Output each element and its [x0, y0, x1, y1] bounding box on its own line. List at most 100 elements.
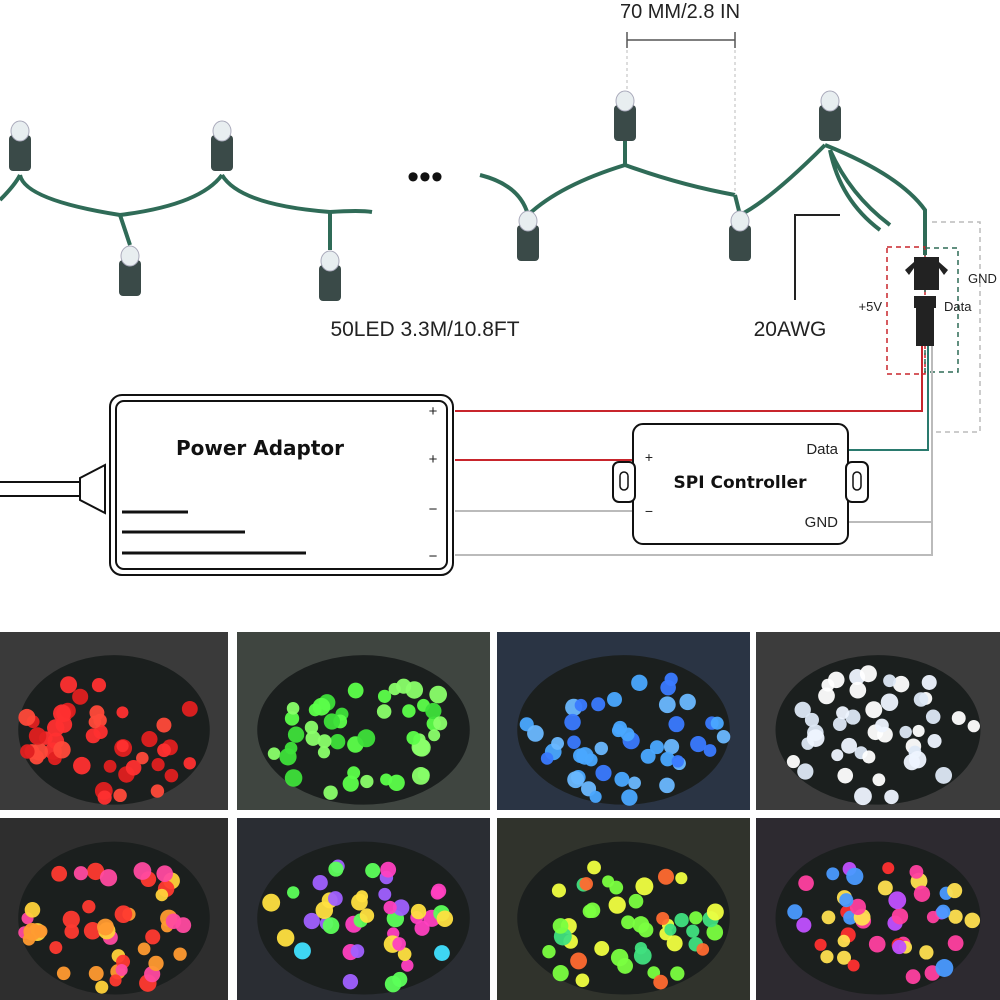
led-dot	[145, 929, 161, 945]
led-dot	[872, 773, 886, 787]
led-dot	[53, 741, 71, 759]
led-bead	[614, 90, 636, 141]
led-dot	[935, 959, 954, 977]
led-dot	[360, 774, 374, 789]
led-dot	[926, 910, 940, 924]
led-dot	[56, 966, 71, 981]
led-dot	[359, 908, 375, 923]
led-dot	[262, 893, 281, 912]
led-dot	[674, 912, 689, 928]
led-dot	[83, 922, 102, 940]
led-dot	[849, 898, 866, 915]
led-dot	[689, 911, 703, 925]
led-dot	[875, 718, 889, 733]
photo-white	[756, 632, 1000, 810]
spi-minus-label: −	[645, 503, 653, 519]
led-dot	[888, 891, 907, 910]
led-dot	[899, 725, 912, 739]
led-dot	[919, 945, 934, 960]
power-adaptor-title: Power Adaptor	[176, 436, 344, 460]
led-dot	[837, 767, 854, 784]
led-dot	[73, 756, 91, 775]
led-dot	[575, 973, 590, 988]
led-dot	[820, 950, 834, 964]
led-dot	[287, 726, 305, 743]
led-dot	[151, 758, 165, 772]
led-dot	[912, 724, 925, 737]
led-dot	[133, 862, 152, 880]
led-dot	[868, 935, 886, 953]
led-dot	[635, 877, 654, 896]
photo-red	[0, 632, 228, 810]
led-dot	[150, 784, 165, 798]
led-dot	[660, 751, 675, 767]
connector-gnd-label: GND	[968, 271, 997, 286]
led-dot	[430, 886, 445, 900]
led-dot	[286, 702, 300, 715]
led-dot	[323, 713, 341, 730]
led-dot	[551, 883, 566, 898]
led-dot	[821, 910, 836, 925]
led-dot	[594, 941, 610, 956]
led-dot	[342, 775, 359, 792]
led-dot	[433, 716, 448, 731]
led-dot	[64, 924, 79, 939]
led-dot	[114, 905, 133, 923]
led-dot	[136, 751, 149, 765]
connector-data-label: Data	[944, 299, 972, 314]
led-dot	[653, 974, 668, 990]
led-dot	[323, 785, 338, 800]
led-dot	[657, 868, 675, 885]
led-dot	[125, 759, 142, 776]
led-dot	[594, 741, 609, 756]
led-dot	[883, 674, 896, 688]
wires	[455, 346, 933, 556]
led-dot	[591, 697, 606, 712]
led-dot	[30, 743, 49, 761]
led-dot	[49, 941, 63, 955]
led-dot	[804, 712, 819, 727]
photo-rainbow-mix	[237, 818, 490, 1000]
led-dot	[620, 727, 635, 742]
led-dot	[935, 767, 953, 784]
led-dot	[925, 709, 941, 724]
led-dot	[964, 912, 981, 929]
led-dot	[164, 768, 179, 783]
led-dot	[60, 676, 78, 694]
led-dot	[710, 716, 724, 730]
led-dot	[640, 748, 656, 764]
led-dot	[947, 935, 964, 952]
led-dot	[103, 759, 117, 773]
led-dot	[116, 706, 129, 719]
led-dot	[99, 869, 118, 887]
led-dot	[787, 904, 803, 920]
led-dot	[951, 711, 966, 726]
led-dot	[909, 864, 924, 879]
led-dot	[72, 688, 89, 705]
led-dot	[614, 771, 630, 787]
led-dot	[317, 734, 332, 749]
led-dot	[148, 955, 164, 971]
led-dot	[141, 730, 158, 748]
led-dot	[542, 945, 556, 959]
led-dot	[183, 757, 196, 770]
led-dot	[794, 701, 811, 719]
connector-5v-label: +5V	[859, 299, 883, 314]
led-dot	[716, 729, 731, 744]
led-dot	[47, 719, 65, 737]
led-dot	[621, 915, 635, 930]
ellipsis: •••	[407, 158, 443, 196]
led-dot	[115, 963, 128, 977]
led-dot	[85, 728, 101, 744]
led-dot	[826, 867, 840, 881]
spi-controller-title: SPI Controller	[674, 473, 808, 493]
led-dot	[327, 891, 343, 906]
led-bead	[819, 90, 841, 141]
led-dot	[621, 789, 638, 806]
led-dot	[818, 687, 835, 705]
led-dot	[410, 903, 427, 920]
led-dot	[584, 753, 598, 767]
led-dot	[181, 700, 198, 717]
led-dot	[814, 938, 827, 951]
